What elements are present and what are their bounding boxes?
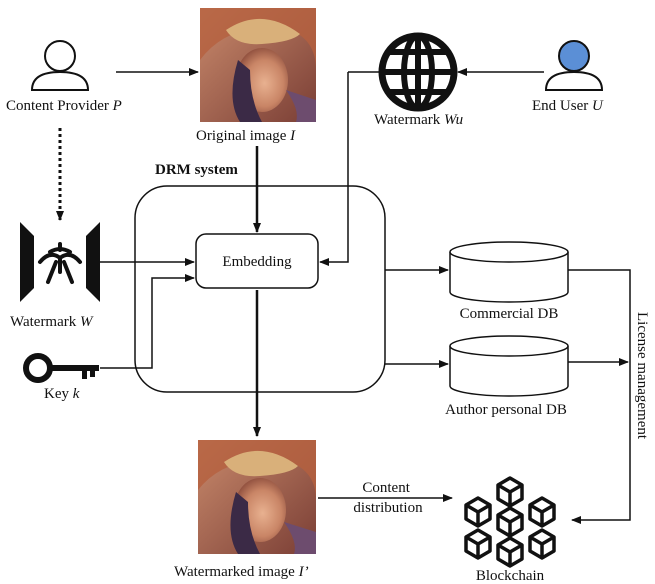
watermarked-image-label: Watermarked image I’ (174, 564, 309, 580)
commercial-db-label: Commercial DB (460, 306, 559, 322)
content-provider-label: Content Provider P (6, 98, 122, 114)
globe-watermark-icon (378, 32, 458, 112)
license-management-label: License management (634, 312, 650, 440)
end-user-label: End User U (532, 98, 604, 114)
author-db-cylinder (449, 335, 569, 397)
blockchain-icon (464, 476, 556, 568)
embedding-label: Embedding (222, 254, 292, 270)
edges (56, 68, 631, 524)
edge-key-to-embedding (100, 274, 195, 369)
key-label: Key k (44, 386, 80, 402)
drm-system-title: DRM system (155, 162, 238, 178)
drm-system-box (134, 185, 386, 393)
key-icon (23, 353, 99, 383)
blockchain-label: Blockchain (476, 568, 545, 584)
content-provider-icon (30, 40, 90, 91)
edge-globe-to-embedding (319, 72, 349, 266)
edge-license-management (568, 269, 631, 524)
original-image-label: Original image I (196, 128, 296, 144)
content-distribution-label: Content distribution (353, 480, 423, 516)
watermark-w-label: Watermark W (10, 314, 94, 330)
watermarked-image-picture (198, 440, 316, 554)
embedding-box (195, 233, 319, 289)
author-db-label: Author personal DB (445, 402, 567, 418)
watermark-w-logo (20, 222, 100, 302)
watermark-wu-label: Watermark Wu (374, 112, 463, 128)
commercial-db-cylinder (449, 241, 569, 303)
original-image-picture (200, 8, 316, 122)
end-user-icon (544, 40, 604, 91)
